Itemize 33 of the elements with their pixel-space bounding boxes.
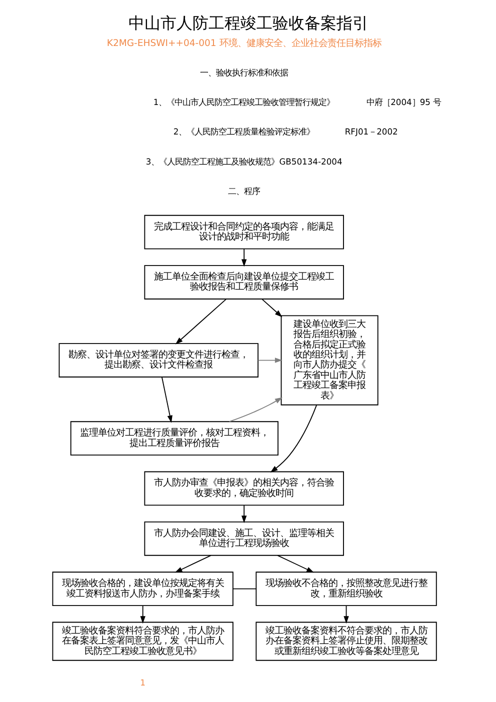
node-box: 施工单位全面检查后向建设单位提交工程竣工验收报告和工程质量保修书 (144, 265, 344, 300)
arrow (240, 248, 246, 267)
label: 二、程序 (228, 186, 260, 196)
arrow (228, 397, 282, 422)
node-box: 市人防办会同建设、施工、设计、监理等相关单位进行工程现场验收 (144, 521, 344, 556)
arrow (140, 605, 145, 624)
arrow (343, 605, 348, 624)
node-box: 市人防办审查《申报表》的相关内容，符合验收要求的，确定验收时间 (144, 471, 344, 506)
arrow (174, 554, 211, 573)
label: 中府［2004］95 号 (366, 97, 441, 108)
node-box: 现场验收不合格的，按照整改意见进行整改，重新组织验收 (255, 572, 436, 606)
arrow (161, 376, 172, 423)
arrow (270, 404, 317, 473)
node-box: 勘察、设计单位对签署的变更文件进行检查，提出勘察、设计文件检查报 (58, 343, 258, 378)
diagram-title: 中山市人防工程竣工验收备案指引 (128, 13, 368, 32)
arrow (240, 504, 246, 524)
arrow (261, 298, 282, 318)
label: RFJ01－2002 (344, 126, 398, 137)
label: 1 (140, 678, 145, 688)
arrow (257, 358, 282, 363)
node-box: 现场验收合格的，建设单位按规定将有关竣工资料报送市人防办，办理备案手续 (52, 572, 233, 606)
node-box: 监理单位对工程进行质量评价，核对工程资料，提出工程质量评价报告 (70, 421, 278, 456)
arrow (174, 298, 226, 344)
node-box: 建设单位收到三大报告后组织初验，合格后拟定正式验收的组织计划，并向市人防办提交《广东省中山市人防工程竣工备案申报表》 (280, 315, 378, 406)
connector (232, 588, 256, 590)
label: 1、《中山市人民防空工程竣工验收管理暂行规定》 (152, 97, 334, 108)
node-box: 完成工程设计和合同约定的各项内容，能满足设计的战时和平时功能 (144, 214, 344, 250)
label: 一、验收执行标准和依据 (200, 67, 288, 78)
label: K2MG-EHSWI++04-001 环境、健康安全、企业社会责任目标指标 (106, 38, 381, 49)
label: 2、《人民防空工程质量检验评定标准》 (172, 126, 314, 137)
label: 3、《人民防空工程施工及验收规范》GB50134-2004 (145, 156, 342, 166)
node-box: 竣工验收备案资料不符合要求的，市人防办在备案资料上签署停止使用、限期整改或重新组织竣工验收等备案处理意见 (255, 622, 436, 661)
node-box: 竣工验收备案资料符合要求的，市人防办在备案表上签署同意意见，发《中山市人民防空工程竣工验收意见书》 (52, 622, 233, 661)
